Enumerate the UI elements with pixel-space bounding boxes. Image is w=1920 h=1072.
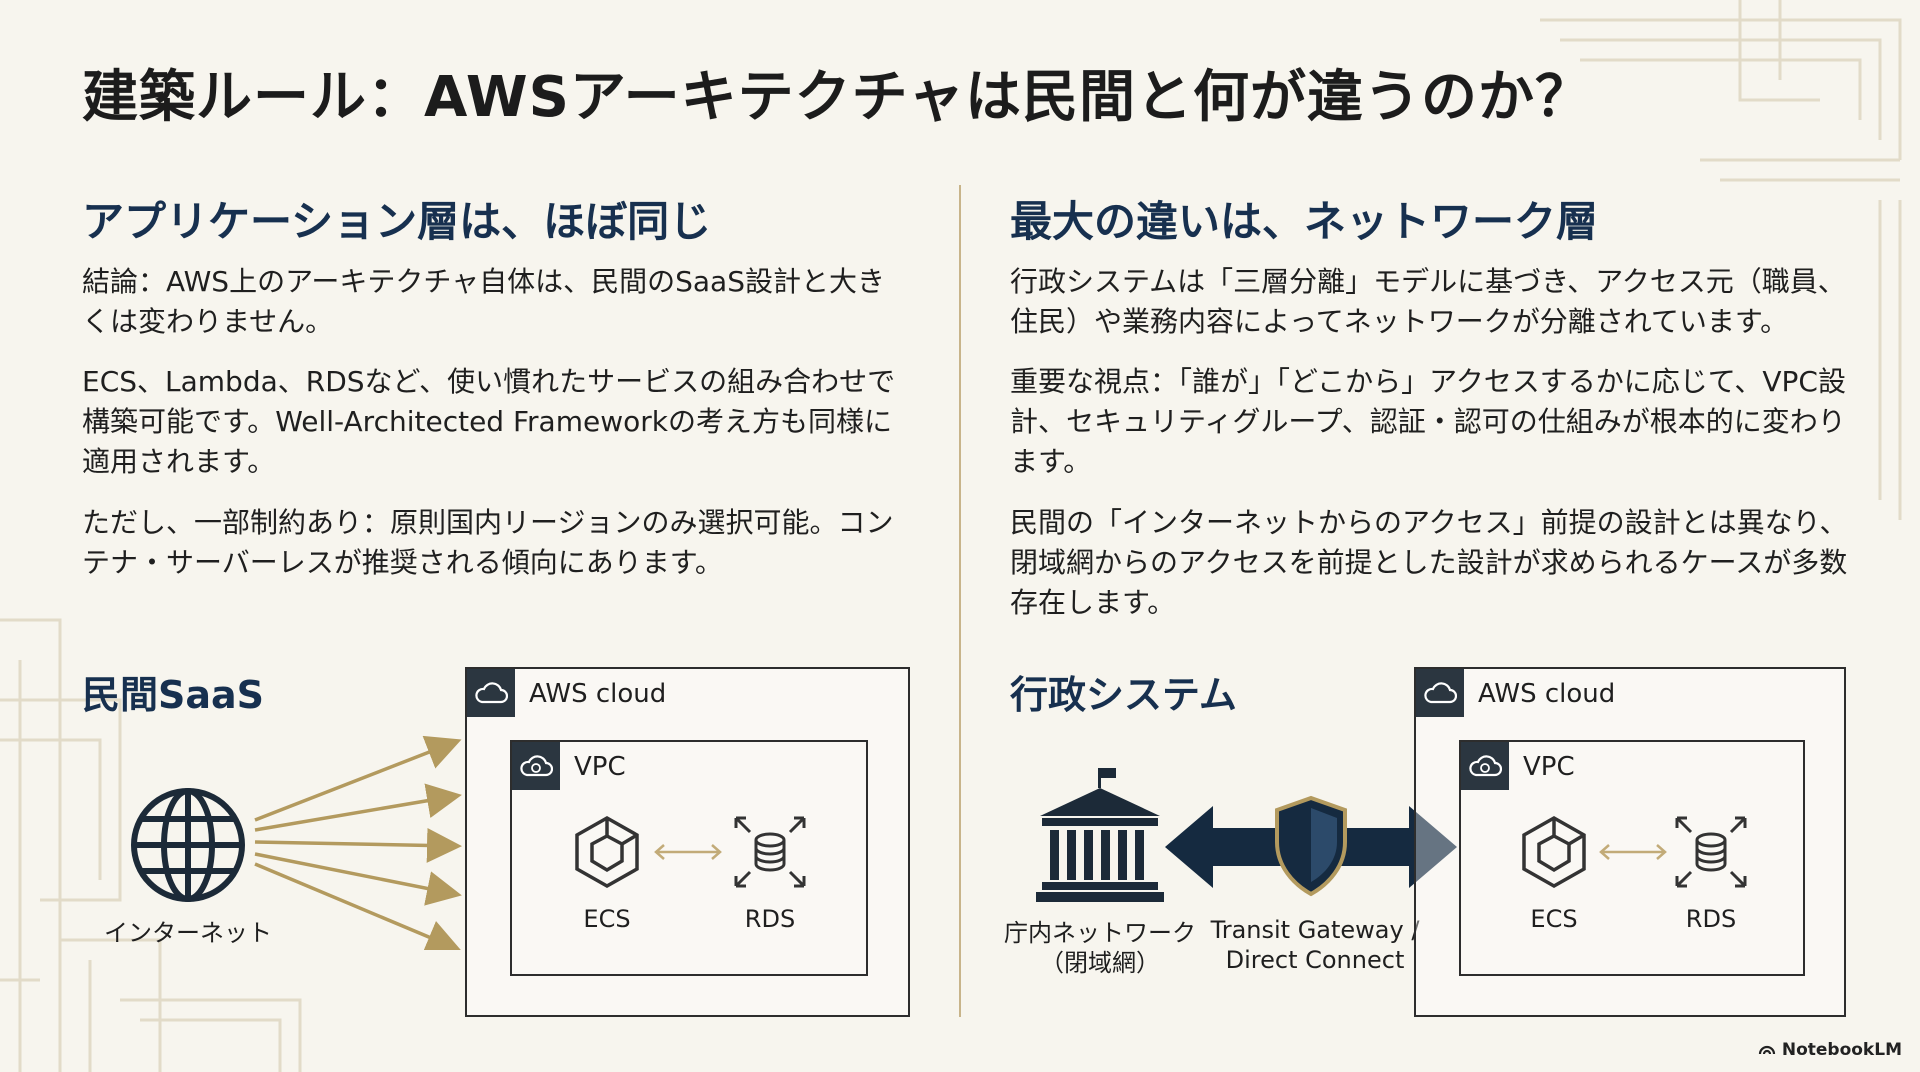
ecs-icon <box>572 814 642 894</box>
cloud-icon <box>467 669 515 717</box>
right-paragraph-3: 民間の「インターネットからのアクセス」前提の設計とは異なり、閉域網からのアクセス… <box>1010 506 1848 619</box>
vpc-box-right: VPC ECS RDS <box>1459 740 1805 976</box>
government-building-icon <box>1036 768 1164 908</box>
aws-cloud-label: AWS cloud <box>529 679 667 709</box>
gov-network-line1: 庁内ネットワーク <box>1004 919 1196 947</box>
vpc-cloud-icon <box>512 742 560 790</box>
notebooklm-logo-icon <box>1758 1040 1776 1060</box>
rds-icon <box>1671 812 1751 896</box>
right-paragraph-2: 重要な視点：「誰が」「どこから」アクセスするかに応じて、VPC設計、セキュリティ… <box>1010 365 1846 478</box>
rds-label: RDS <box>1685 905 1737 933</box>
ecs-label: ECS <box>583 905 631 933</box>
vpc-cloud-icon <box>1461 742 1509 790</box>
gateway-label: Transit Gateway / Direct Connect <box>1195 915 1435 975</box>
ecs-label: ECS <box>1530 905 1578 933</box>
right-heading: 最大の違いは、ネットワーク層 <box>1010 197 1599 246</box>
right-paragraph-1: 行政システムは「三層分離」モデルに基づき、アクセス元（職員、住民）や業務内容によ… <box>1010 265 1846 338</box>
gov-network-line2: （閉域網） <box>1040 949 1160 977</box>
ecs-icon <box>1519 814 1589 894</box>
globe-icon <box>128 785 248 909</box>
left-paragraph-1: 結論：AWS上のアーキテクチャ自体は、民間のSaaS設計と大きくは変わりません。 <box>82 265 885 338</box>
left-paragraph-2: ECS、Lambda、RDSなど、使い慣れたサービスの組み合わせで構築可能です。… <box>82 365 896 478</box>
gov-network-label: 庁内ネットワーク （閉域網） <box>990 918 1210 978</box>
cloud-icon <box>1416 669 1464 717</box>
vpc-box-left: VPC ECS RDS <box>510 740 868 976</box>
rds-icon <box>730 812 810 896</box>
gateway-connection <box>1165 795 1457 897</box>
gateway-line2: Direct Connect <box>1225 946 1405 974</box>
ecs-rds-link <box>654 844 722 860</box>
internet-arrows <box>254 735 462 950</box>
vpc-label: VPC <box>1523 752 1575 782</box>
left-diagram-label: 民間SaaS <box>82 673 265 717</box>
page-title: 建築ルール：AWSアーキテクチャは民間と何が違うのか？ <box>82 65 1593 130</box>
aws-cloud-box-right: AWS cloud VPC ECS RDS <box>1414 667 1846 1017</box>
left-heading: アプリケーション層は、ほぼ同じ <box>82 197 712 246</box>
internet-label: インターネット <box>104 919 272 947</box>
rds-label: RDS <box>744 905 796 933</box>
right-diagram-label: 行政システム <box>1010 673 1237 717</box>
aws-cloud-box-left: AWS cloud VPC ECS RDS <box>465 667 910 1017</box>
notebooklm-brand: NotebookLM <box>1758 1040 1902 1060</box>
aws-cloud-label: AWS cloud <box>1478 679 1616 709</box>
ecs-rds-link <box>1599 844 1667 860</box>
left-paragraph-3: ただし、一部制約あり：原則国内リージョンのみ選択可能。コンテナ・サーバーレスが推… <box>82 506 894 579</box>
brand-label: NotebookLM <box>1781 1040 1902 1060</box>
column-divider <box>959 185 961 1017</box>
gateway-line1: Transit Gateway / <box>1210 916 1420 944</box>
vpc-label: VPC <box>574 752 626 782</box>
